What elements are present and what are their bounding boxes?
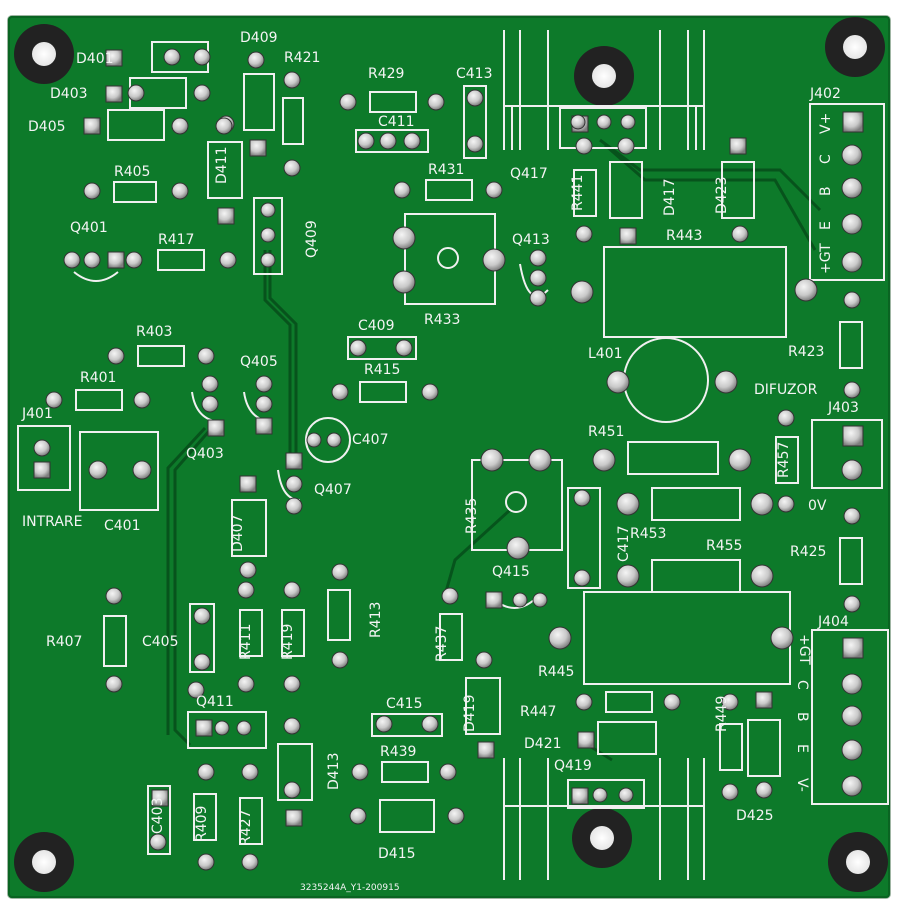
board-serial: 3235244A_Y1-200915: [300, 883, 400, 893]
label-r441: R441: [570, 175, 586, 211]
label-d407: D407: [230, 514, 246, 552]
label-r435: R435: [464, 498, 480, 534]
label-c409: C409: [358, 318, 395, 334]
j402-pin-4: E: [818, 221, 834, 230]
label-j404: J404: [817, 614, 849, 630]
silkscreen-outlines: [17, 30, 889, 880]
label-q413: Q413: [512, 232, 550, 248]
label-r407: R407: [46, 634, 82, 650]
label-r449: R449: [714, 696, 730, 732]
label-l401: L401: [588, 346, 623, 362]
label-q415: Q415: [492, 564, 530, 580]
label-r437: R437: [434, 626, 450, 662]
label-r439: R439: [380, 744, 416, 760]
label-d425: D425: [736, 808, 774, 824]
label-r403: R403: [136, 324, 172, 340]
label-q411: Q411: [196, 694, 234, 710]
label-d413: D413: [326, 752, 342, 790]
j404-pin-labels: +GT C B E V-: [794, 634, 812, 792]
mounting-holes: [14, 17, 888, 892]
label-r405: R405: [114, 164, 150, 180]
label-c417: C417: [616, 526, 632, 563]
label-r425: R425: [790, 544, 826, 560]
label-q417: Q417: [510, 166, 548, 182]
label-r457: R457: [776, 442, 792, 478]
label-d419: D419: [462, 694, 478, 732]
label-r423: R423: [788, 344, 824, 360]
label-c403: C403: [150, 798, 166, 835]
j402-pin-2: C: [818, 154, 834, 164]
label-q419: Q419: [554, 758, 592, 774]
label-r443: R443: [666, 228, 702, 244]
label-r401: R401: [80, 370, 116, 386]
label-j403: J403: [827, 400, 859, 416]
label-r455: R455: [706, 538, 742, 554]
label-d415: D415: [378, 846, 416, 862]
label-c401: C401: [104, 518, 141, 534]
label-q405: Q405: [240, 354, 278, 370]
j402-pin-labels: V+ C B E +GT: [818, 113, 834, 274]
label-c411: C411: [378, 114, 415, 130]
j402-pin-1: V+: [818, 113, 834, 134]
label-c413: C413: [456, 66, 493, 82]
label-r447: R447: [520, 704, 556, 720]
label-r433: R433: [424, 312, 460, 328]
label-d403: D403: [50, 86, 88, 102]
label-r445: R445: [538, 664, 574, 680]
label-c407: C407: [352, 432, 389, 448]
j404-pin-3: B: [794, 712, 810, 722]
label-r413: R413: [368, 602, 384, 638]
j402-pin-3: B: [818, 186, 834, 196]
label-q409: Q409: [304, 220, 320, 258]
label-q401: Q401: [70, 220, 108, 236]
label-j402: J402: [809, 86, 841, 102]
label-r421: R421: [284, 50, 320, 66]
j404-pin-2: C: [794, 680, 810, 690]
j404-pin-5: V-: [794, 778, 810, 792]
label-r431: R431: [428, 162, 464, 178]
label-r409: R409: [194, 806, 210, 842]
label-r419: R419: [280, 624, 296, 660]
label-0v: 0V: [808, 498, 827, 514]
round-pads: [33, 48, 863, 871]
label-r453: R453: [630, 526, 666, 542]
label-r427: R427: [238, 810, 254, 846]
label-r451: R451: [588, 424, 624, 440]
j404-pin-1: +GT: [796, 634, 812, 665]
square-pads: [33, 49, 864, 827]
label-q407: Q407: [314, 482, 352, 498]
label-d401: D401: [76, 51, 114, 67]
label-c415: C415: [386, 696, 423, 712]
label-r411: R411: [238, 624, 254, 660]
label-d405: D405: [28, 119, 66, 135]
label-c405: C405: [142, 634, 179, 650]
label-q403: Q403: [186, 446, 224, 462]
j402-pin-5: +GT: [818, 243, 834, 274]
label-r415: R415: [364, 362, 400, 378]
label-r417: R417: [158, 232, 194, 248]
label-d411: D411: [214, 146, 230, 184]
j404-pin-4: E: [794, 744, 810, 753]
label-j401: J401: [21, 406, 53, 422]
label-r429: R429: [368, 66, 404, 82]
component-labels: D401 D403 D405 D409 R421 R405 D411 R429 …: [21, 30, 859, 862]
label-d417: D417: [662, 178, 678, 216]
label-d423: D423: [714, 176, 730, 214]
label-d409: D409: [240, 30, 278, 46]
label-intrare: INTRARE: [22, 514, 82, 530]
label-difuzor: DIFUZOR: [754, 382, 818, 398]
label-d421: D421: [524, 736, 562, 752]
